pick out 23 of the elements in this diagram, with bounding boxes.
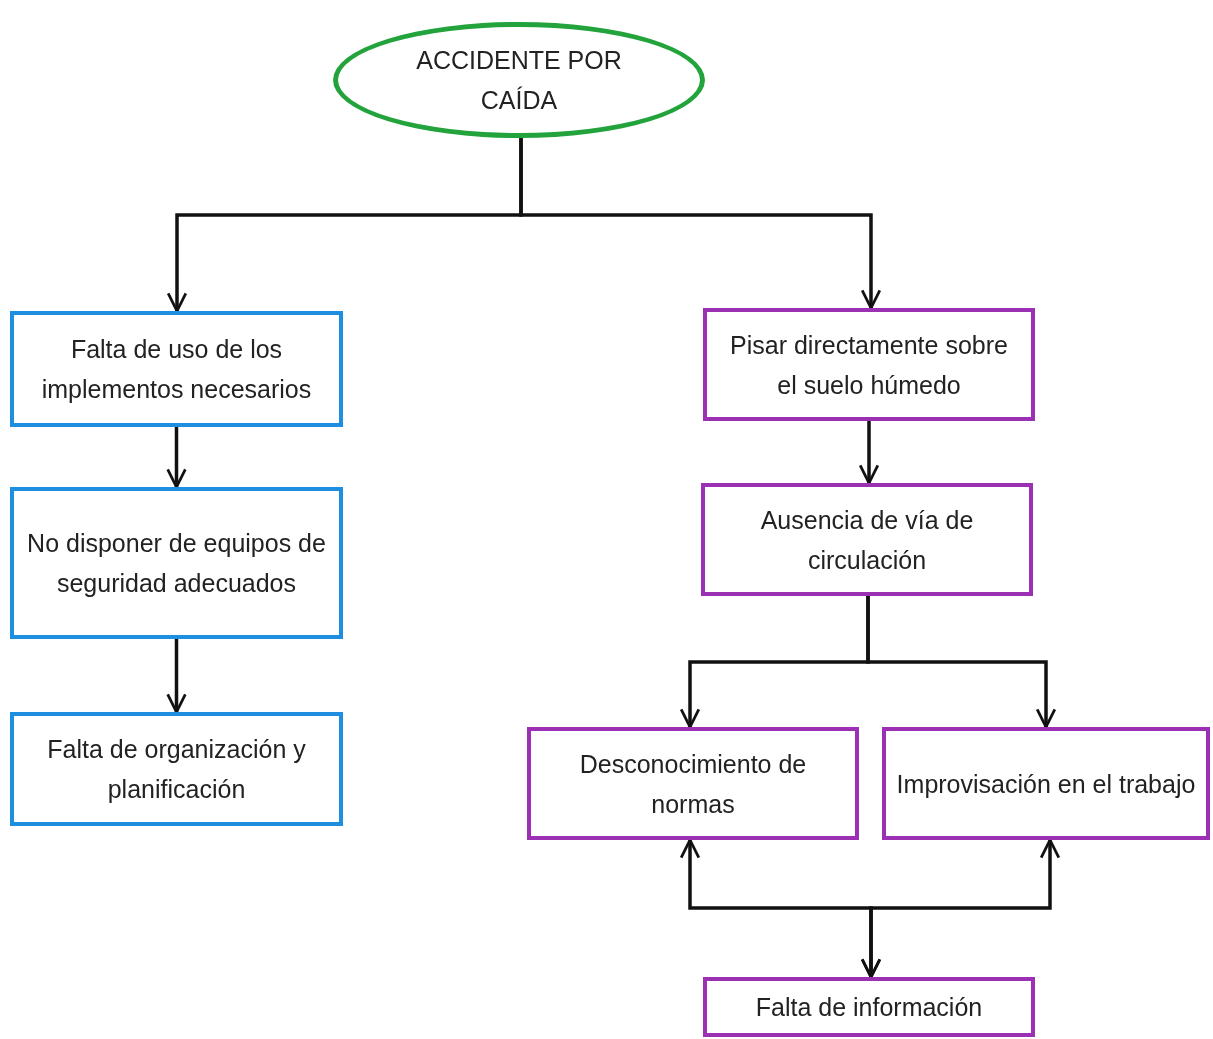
node-text: Ausencia de vía de circulación — [759, 504, 975, 576]
arrow — [858, 421, 880, 485]
process-box — [701, 483, 1033, 596]
process-box — [703, 308, 1035, 421]
node-text: No disponer de equipos de seguridad adecuados — [26, 528, 327, 599]
arrow — [166, 639, 187, 714]
node-text: Desconocimiento de normas — [578, 748, 808, 820]
node-text: Falta de información — [754, 992, 984, 1023]
arrow — [519, 138, 882, 310]
arrow — [166, 427, 187, 489]
process-box — [10, 712, 343, 826]
node-text: ACCIDENTE POR CAÍDA — [415, 45, 623, 116]
node-text: Improvisación en el trabajo — [895, 768, 1197, 800]
process-box — [10, 487, 343, 639]
process-box — [703, 977, 1035, 1037]
arrow — [860, 838, 1061, 979]
node-text: Falta de organización y planificación — [46, 734, 307, 805]
process-box — [882, 727, 1210, 840]
process-box — [527, 727, 859, 840]
node-text: Pisar directamente sobre el suelo húmedo — [729, 329, 1009, 401]
node-text: Falta de uso de los implementos necesarios — [40, 334, 313, 405]
arrow — [866, 596, 1057, 729]
process-box — [10, 311, 343, 427]
